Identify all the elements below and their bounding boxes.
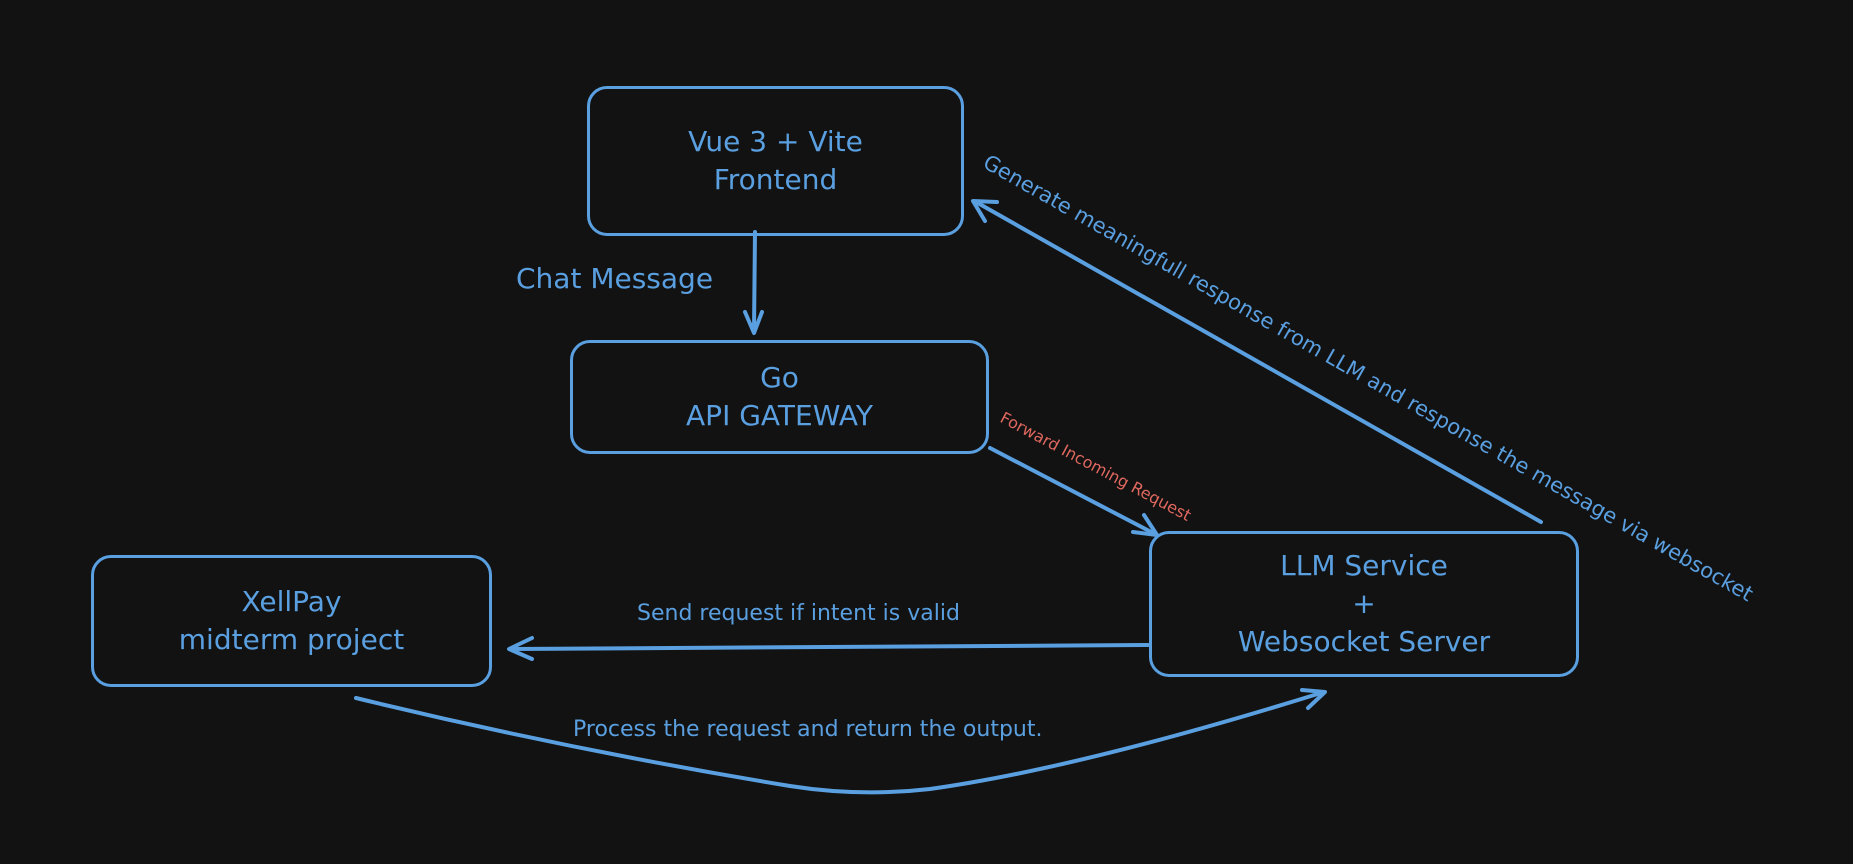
- arrow-gateway-to-llm: [988, 446, 1157, 536]
- node-llm-line3: Websocket Server: [1237, 625, 1491, 658]
- edge-label-process-request: Process the request and return the outpu…: [573, 717, 1043, 742]
- node-xellpay-line1: XellPay: [241, 585, 342, 618]
- node-llm-line2: +: [1352, 587, 1376, 620]
- node-gateway-line2: API GATEWAY: [686, 399, 873, 432]
- edge-label-send-request: Send request if intent is valid: [637, 601, 960, 626]
- arrowhead-xellpay-to-llm: [1300, 688, 1327, 710]
- node-llm-line1: LLM Service: [1280, 549, 1448, 582]
- node-frontend: Vue 3 + Vite Frontend: [587, 86, 964, 236]
- edge-label-chat-message: Chat Message: [516, 262, 714, 295]
- node-llm-service: LLM Service + Websocket Server: [1149, 531, 1579, 677]
- arrow-xellpay-to-llm: [354, 690, 1326, 795]
- arrowhead-frontend-to-gateway: [743, 310, 764, 335]
- arrow-llm-to-xellpay: [510, 643, 1150, 651]
- arrow-llm-to-frontend: [974, 200, 1543, 524]
- node-xellpay-line2: midterm project: [178, 623, 405, 656]
- node-gateway-line1: Go: [760, 361, 799, 394]
- arrowhead-llm-to-frontend: [971, 199, 999, 223]
- node-xellpay: XellPay midterm project: [91, 555, 492, 687]
- node-frontend-line1: Vue 3 + Vite: [688, 125, 863, 158]
- arrowhead-llm-to-xellpay: [507, 636, 534, 661]
- arrow-frontend-to-gateway: [752, 230, 757, 332]
- node-api-gateway: Go API GATEWAY: [570, 340, 989, 454]
- node-frontend-line2: Frontend: [713, 163, 838, 196]
